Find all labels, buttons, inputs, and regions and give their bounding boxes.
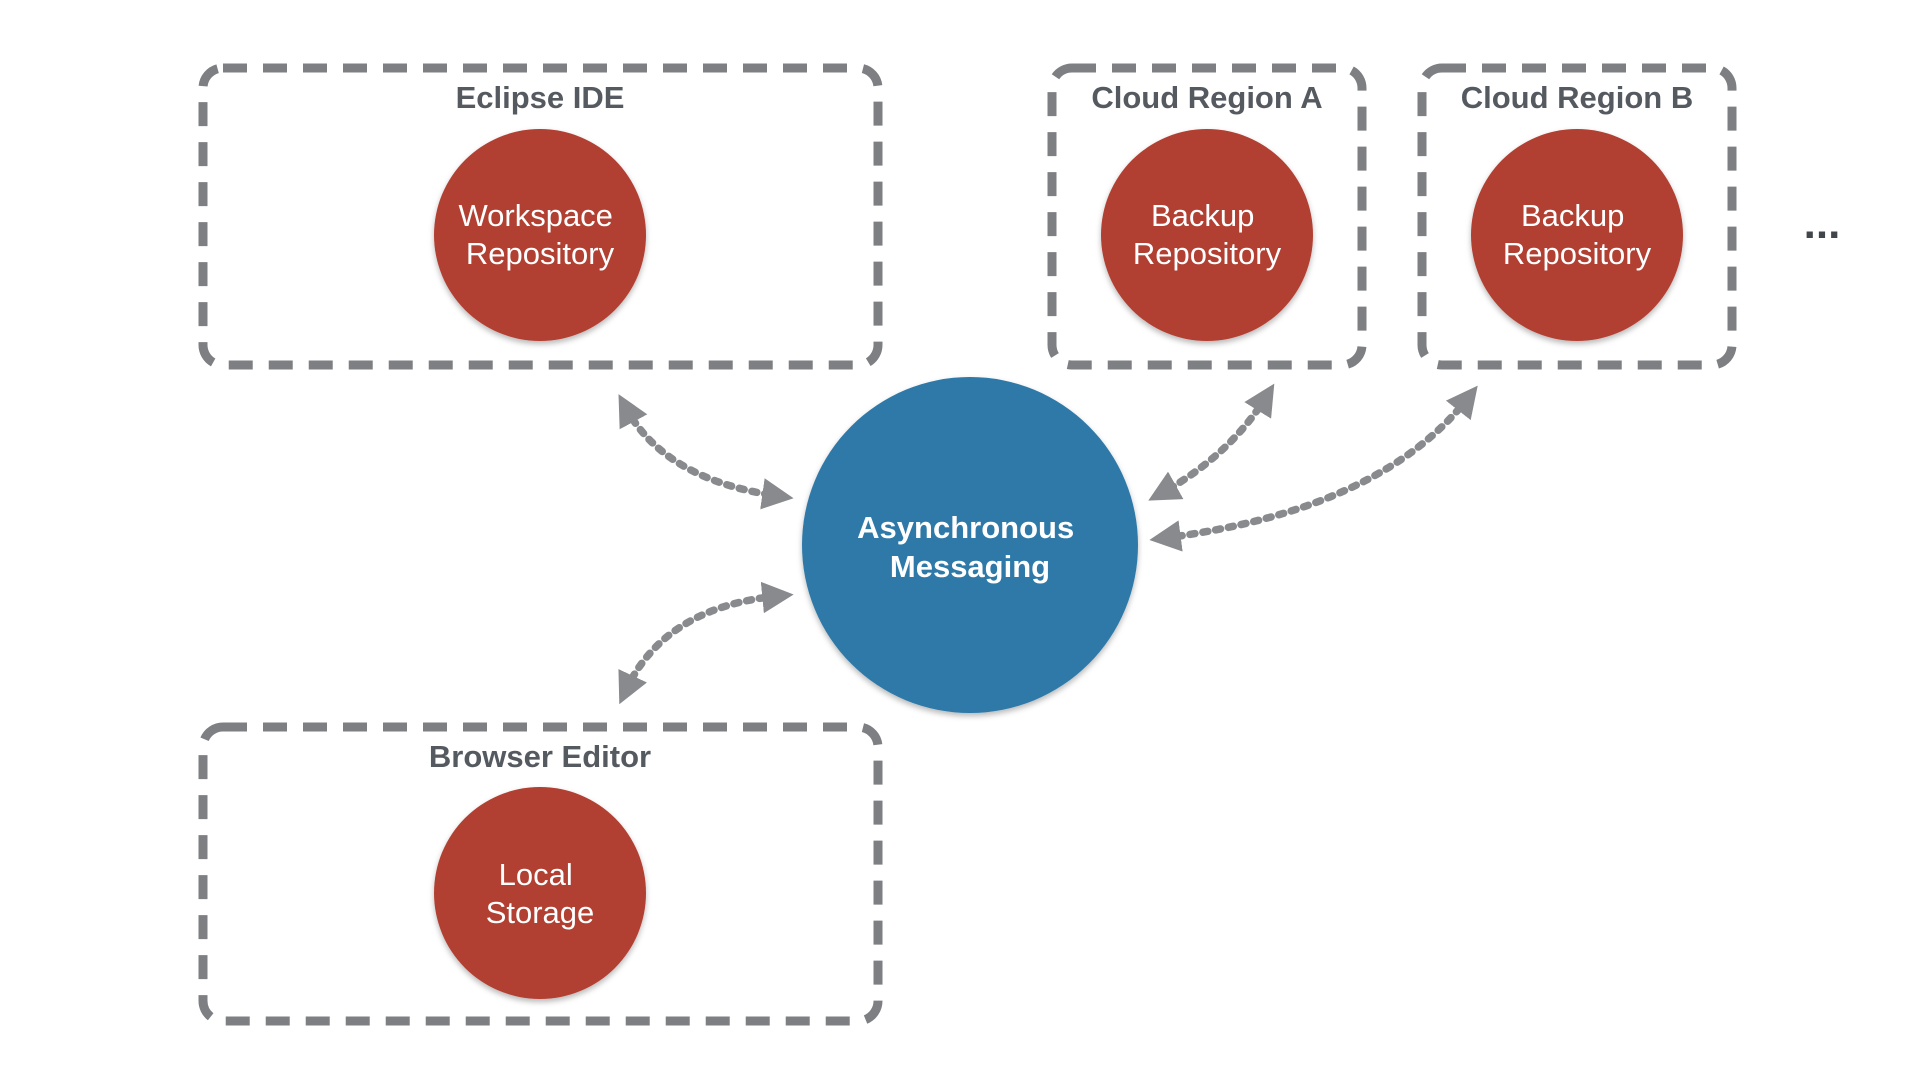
eclipse-ide-title: Eclipse IDE [456, 80, 625, 115]
arrow-eclipse-hub [618, 394, 794, 510]
workspace-repository-label: Workspace Repository [458, 198, 621, 271]
local-storage-node: Local Storage [434, 787, 646, 999]
backup-repository-a-label: Backup Repository [1133, 198, 1282, 271]
cloud-region-b-title: Cloud Region B [1461, 80, 1693, 115]
cloud-region-a-container: Cloud Region A Backup Repository [1047, 63, 1367, 370]
cloud-region-a-title: Cloud Region A [1091, 80, 1322, 115]
connection-arrows [618, 383, 1478, 705]
backup-repository-a-circle [1101, 129, 1313, 341]
workspace-repository-circle [434, 129, 646, 341]
cloud-region-b-border [1417, 63, 1737, 370]
cloud-region-a-border [1047, 63, 1367, 370]
local-storage-circle [434, 787, 646, 999]
backup-repository-b-label: Backup Repository [1503, 198, 1652, 271]
arrow-browser-hub [618, 581, 794, 705]
asynchronous-messaging-label: Asynchronous Messaging [857, 510, 1083, 584]
backup-repository-a-node: Backup Repository [1101, 129, 1313, 341]
eclipse-ide-container: Eclipse IDE Workspace Repository [198, 63, 883, 370]
arrow-region-a-hub [1148, 383, 1275, 501]
backup-repository-b-node: Backup Repository [1471, 129, 1683, 341]
cloud-region-b-container: Cloud Region B Backup Repository [1417, 63, 1737, 370]
local-storage-label: Local Storage [486, 857, 595, 930]
asynchronous-messaging-hub: Asynchronous Messaging [802, 377, 1138, 713]
workspace-repository-node: Workspace Repository [434, 129, 646, 341]
browser-editor-title: Browser Editor [429, 739, 651, 774]
arrow-region-b-hub [1149, 385, 1478, 552]
browser-editor-container: Browser Editor Local Storage [198, 722, 883, 1026]
asynchronous-messaging-circle [802, 377, 1138, 713]
backup-repository-b-circle [1471, 129, 1683, 341]
more-regions-ellipsis: ... [1804, 199, 1841, 248]
